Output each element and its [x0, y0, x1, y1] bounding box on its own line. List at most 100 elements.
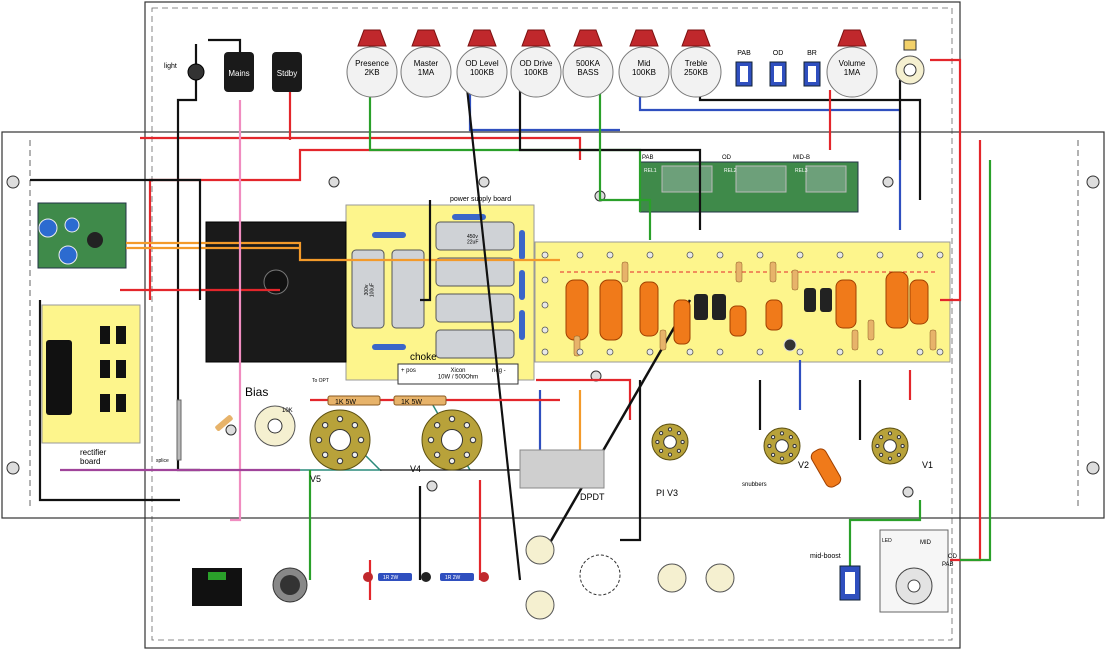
relay-pcb: PAB OD MID-B REL1 REL2 REL3 — [639, 155, 859, 213]
v1-label: V1 — [922, 460, 933, 470]
cap-300v-1: 300v100uF — [351, 249, 385, 329]
pos-label: + pos — [401, 368, 416, 374]
pab-switch[interactable]: PAB — [735, 50, 753, 87]
power-resistors: 1K 5W 1K 5W — [327, 395, 447, 406]
r-1r2w-b-label: 1R 2W — [445, 575, 461, 581]
led-label: LED — [882, 538, 892, 544]
rel3-label: REL3 — [795, 168, 808, 174]
od-jack-label: OD — [948, 554, 958, 560]
tube-socket-icon — [421, 409, 483, 471]
res-1k5w-a-label: 1K 5W — [335, 399, 356, 406]
jack-icon — [525, 590, 555, 620]
screw-icon — [426, 480, 438, 492]
input-jack-icon — [895, 39, 925, 85]
snubbers-label: snubbers — [742, 482, 767, 488]
choke-label: choke — [410, 352, 437, 363]
res-1k5w-b-label: 1K 5W — [401, 399, 422, 406]
transformer-icon — [205, 221, 347, 363]
jack-icon — [657, 563, 687, 593]
dpdt-switch[interactable]: DPDT — [519, 449, 605, 502]
bias-label: Bias — [245, 385, 268, 399]
toggle-switches: PAB OD BR — [735, 50, 821, 87]
tube-socket-icon — [763, 427, 801, 465]
splice-label: splice — [156, 458, 169, 464]
stdby-switch[interactable]: Stdby — [272, 52, 302, 92]
screw-icon — [6, 175, 20, 189]
turrets — [541, 251, 944, 356]
br-switch[interactable]: BR — [803, 50, 821, 87]
screw-icon — [1086, 461, 1100, 475]
rel2-label: REL2 — [724, 168, 737, 174]
screw-icon-group — [6, 175, 1100, 498]
screw-icon — [328, 176, 340, 188]
mid-boost-switch[interactable]: mid-boost — [810, 553, 861, 601]
screw-icon — [6, 461, 20, 475]
tube-socket-icon — [651, 423, 689, 461]
mid-boost-label: mid-boost — [810, 553, 841, 560]
jack-icon — [705, 563, 735, 593]
turret-components — [565, 261, 937, 357]
psu-board-label: power supply board — [450, 196, 511, 203]
iec-inlet — [192, 568, 242, 606]
turret-board — [534, 241, 951, 363]
screw-icon — [1086, 175, 1100, 189]
jack-icon — [579, 554, 621, 596]
mid-jack-label: MID — [920, 540, 932, 546]
fuse-holder-icon — [272, 567, 308, 603]
pab-label: PAB — [737, 50, 751, 57]
v5-label: V5 — [310, 474, 321, 484]
light-label: light — [164, 63, 177, 70]
v4-label: V4 — [410, 464, 421, 474]
screw-icon — [882, 176, 894, 188]
od-switch[interactable]: OD — [769, 50, 787, 87]
mains-switch[interactable]: Mains — [224, 52, 254, 92]
splice: splice — [156, 399, 182, 464]
cathode-resistors: 1R 2W 1R 2W — [363, 572, 489, 582]
to-opt-label: To OPT — [312, 378, 329, 384]
v2-label: V2 — [798, 460, 809, 470]
neg-label: neg - — [492, 368, 506, 374]
cap-300v-2 — [391, 249, 425, 329]
rel1-label: REL1 — [644, 168, 657, 174]
wiring — [30, 38, 992, 600]
screw-icon — [478, 176, 490, 188]
board-midb-label: MID-B — [793, 155, 810, 161]
screw-icon — [225, 424, 237, 436]
board-od-label: OD — [722, 155, 732, 161]
bypass-cap — [810, 448, 842, 488]
tube-socket-icon — [309, 409, 371, 471]
tube-socket-icon — [871, 427, 909, 465]
pab-jack-label: PAB — [942, 562, 954, 568]
light-icon — [187, 63, 205, 81]
front-panel-switches: light Mains Stdby — [164, 52, 302, 92]
output-jacks — [525, 535, 735, 620]
jack-icon — [525, 535, 555, 565]
r-1r2w-a-label: 1R 2W — [383, 575, 399, 581]
bias-pot[interactable]: Bias 10K — [214, 385, 296, 447]
br-label: BR — [807, 50, 817, 57]
stdby-label: Stdby — [277, 69, 297, 78]
cap-300v-label: 300v100uF — [364, 283, 376, 297]
